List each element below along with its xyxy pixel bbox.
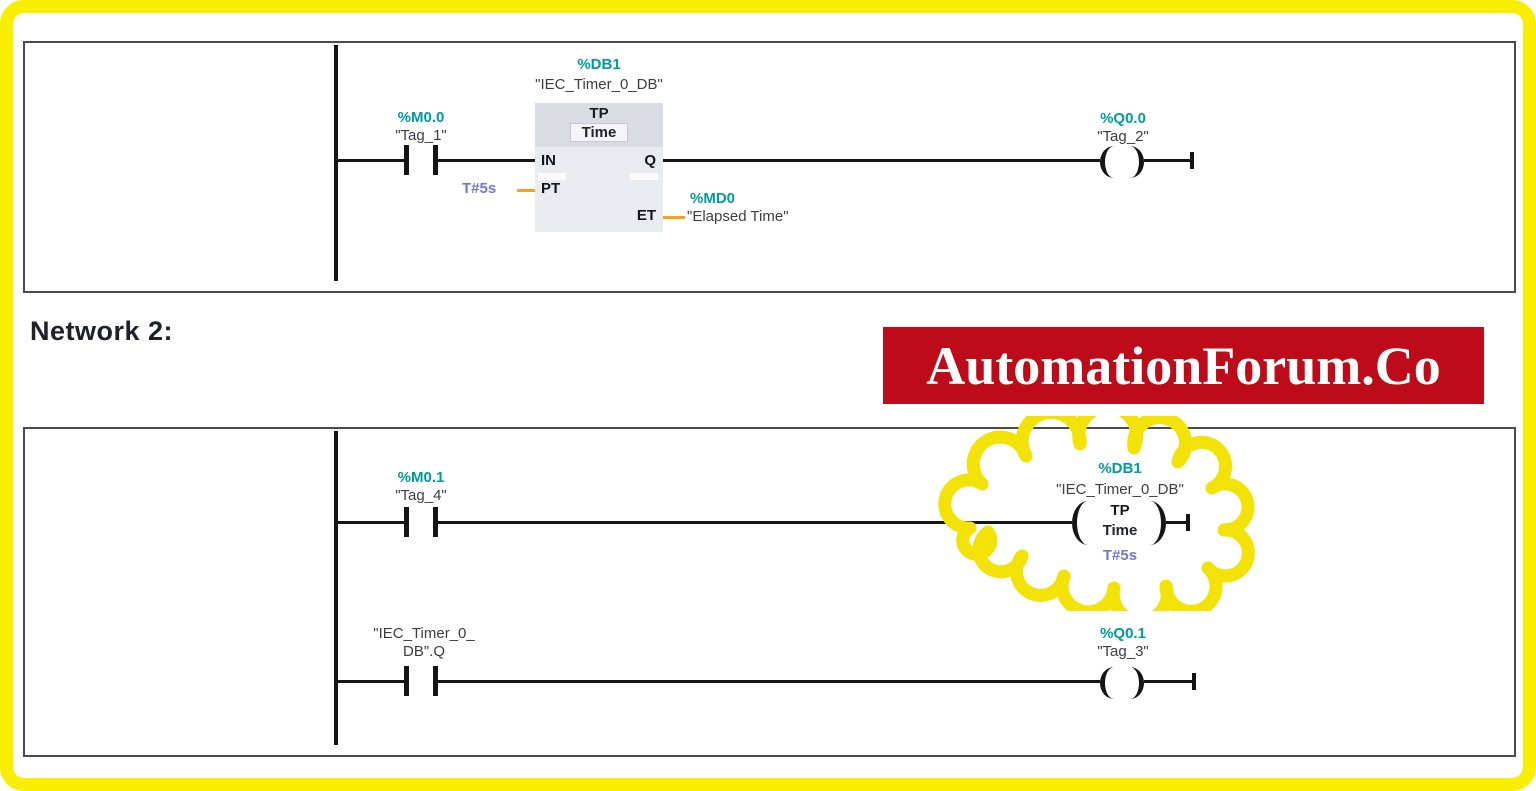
contact-bar [433, 507, 438, 537]
block-type-label: TP [589, 105, 609, 122]
timer-coil-type: TP [1110, 502, 1130, 519]
timer-coil-datatype: Time [1102, 522, 1138, 539]
rung-line [663, 159, 1100, 162]
port-pt: PT [541, 180, 561, 197]
tp-timer-block[interactable]: TP Time IN PT Q ET [535, 103, 663, 232]
network2-heading: Network 2: [30, 316, 174, 346]
tp-block-header: TP Time [535, 103, 663, 147]
operand-tag-line1[interactable]: "IEC_Timer_0_ [373, 625, 475, 642]
operand-address[interactable]: %Q0.1 [1100, 625, 1146, 642]
coil-paren-left [1100, 667, 1114, 699]
port-in: IN [541, 152, 556, 169]
et-wire [663, 216, 685, 219]
network2-box [23, 427, 1516, 757]
coil-paren-left [1072, 501, 1088, 545]
operand-tag[interactable]: "Tag_2" [1097, 128, 1149, 145]
operand-tag[interactable]: "Tag_4" [395, 487, 447, 504]
db-name[interactable]: "IEC_Timer_0_DB" [1056, 481, 1184, 498]
port-q: Q [644, 152, 656, 169]
coil-paren-right [1130, 146, 1144, 178]
contact-bar [404, 666, 409, 696]
watermark-text: AutomationForum.Co [926, 335, 1441, 396]
db-address[interactable]: %DB1 [577, 56, 621, 73]
rung-line [438, 680, 1100, 683]
db-address[interactable]: %DB1 [1098, 460, 1142, 477]
cloud-highlight-annotation [938, 416, 1255, 611]
contact-bar [433, 666, 438, 696]
rung-line [336, 159, 404, 162]
rung-line [1144, 159, 1192, 162]
operand-address[interactable]: %M0.1 [397, 469, 445, 486]
port-et: ET [636, 207, 656, 224]
rung-line [336, 680, 404, 683]
network2-power-rail [334, 431, 338, 745]
coil-paren-right [1130, 667, 1144, 699]
operand-field-strip [630, 173, 658, 180]
operand-tag[interactable]: "Tag_3" [1097, 643, 1149, 660]
operand-tag-line2[interactable]: DB".Q [403, 643, 445, 660]
et-operand-address[interactable]: %MD0 [690, 190, 736, 207]
operand-field-strip [538, 173, 566, 180]
coil-paren-right [1150, 501, 1166, 545]
network1-box [23, 41, 1516, 293]
timer-coil-preset[interactable]: T#5s [1102, 547, 1138, 564]
rung-end-terminator [1192, 673, 1196, 690]
rung-end-terminator [1190, 152, 1194, 169]
rung-end-terminator [1186, 514, 1190, 531]
rung-line [438, 521, 1072, 524]
coil-paren-left [1100, 146, 1114, 178]
db-name[interactable]: "IEC_Timer_0_DB" [535, 76, 663, 93]
contact-bar [433, 145, 438, 175]
et-operand-tag[interactable]: "Elapsed Time" [687, 208, 789, 225]
network1-power-rail [334, 45, 338, 281]
contact-bar [404, 507, 409, 537]
pt-wire [517, 189, 535, 192]
rung-line [336, 521, 404, 524]
contact-bar [404, 145, 409, 175]
operand-address[interactable]: %Q0.0 [1100, 110, 1146, 127]
rung-line [438, 159, 535, 162]
pt-preset-value[interactable]: T#5s [462, 180, 497, 197]
block-datatype-label[interactable]: Time [569, 123, 629, 142]
rung-line [1166, 521, 1188, 524]
operand-address[interactable]: %M0.0 [397, 109, 445, 126]
operand-tag[interactable]: "Tag_1" [395, 127, 447, 144]
rung-line [1144, 680, 1194, 683]
watermark-banner: AutomationForum.Co [883, 327, 1484, 404]
